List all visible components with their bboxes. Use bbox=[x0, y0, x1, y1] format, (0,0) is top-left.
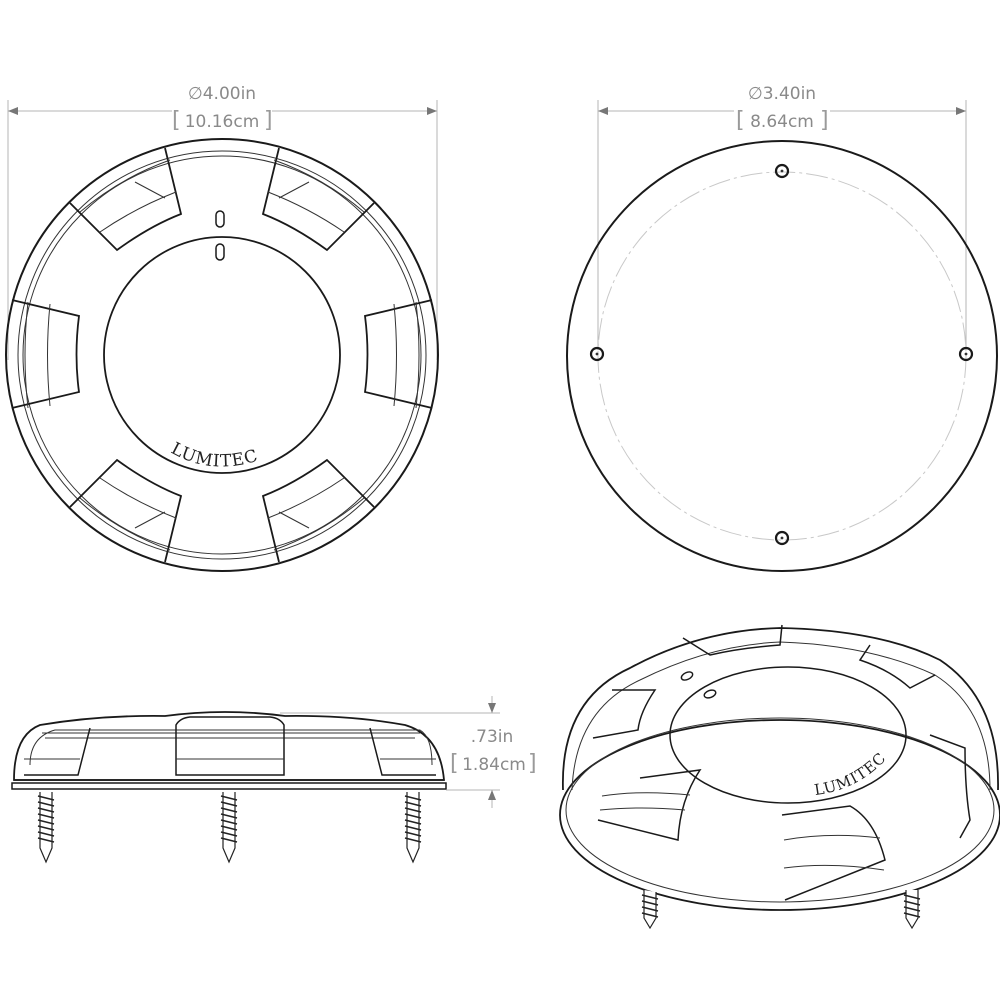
screw-icon bbox=[903, 890, 921, 930]
svg-text:]: ] bbox=[264, 108, 273, 133]
bottom-view bbox=[566, 100, 998, 572]
vent-slot-icon bbox=[215, 243, 225, 261]
bottom-view-diameter-cm: 8.64cm bbox=[750, 112, 814, 132]
vent-slot-icon bbox=[215, 210, 225, 228]
bottom-view-diameter-in: ∅3.40in bbox=[748, 84, 816, 104]
svg-text:]: ] bbox=[528, 751, 537, 776]
side-view bbox=[11, 696, 500, 864]
vent-slot-icon bbox=[680, 671, 694, 681]
top-view-diameter-cm: 10.16cm bbox=[185, 112, 260, 132]
isometric-view: LUMITEC bbox=[559, 624, 1000, 930]
side-view-height-cm: 1.84cm bbox=[462, 755, 526, 775]
side-view-height-in: .73in bbox=[471, 727, 514, 747]
screw-icon bbox=[220, 792, 238, 864]
mounting-holes bbox=[589, 163, 974, 546]
screw-icon bbox=[37, 792, 55, 864]
top-view-diameter-in: ∅4.00in bbox=[188, 84, 256, 104]
top-view: LUMITEC bbox=[5, 100, 439, 572]
iso-brand-logo: LUMITEC bbox=[813, 749, 890, 799]
svg-text:]: ] bbox=[820, 108, 829, 133]
screw-icon bbox=[641, 890, 659, 930]
screw-icon bbox=[404, 792, 422, 864]
vent-slot-icon bbox=[703, 689, 717, 699]
svg-text:[: [ bbox=[736, 108, 745, 133]
svg-text:[: [ bbox=[172, 108, 181, 133]
svg-text:[: [ bbox=[450, 751, 459, 776]
lens-windows bbox=[11, 147, 433, 563]
